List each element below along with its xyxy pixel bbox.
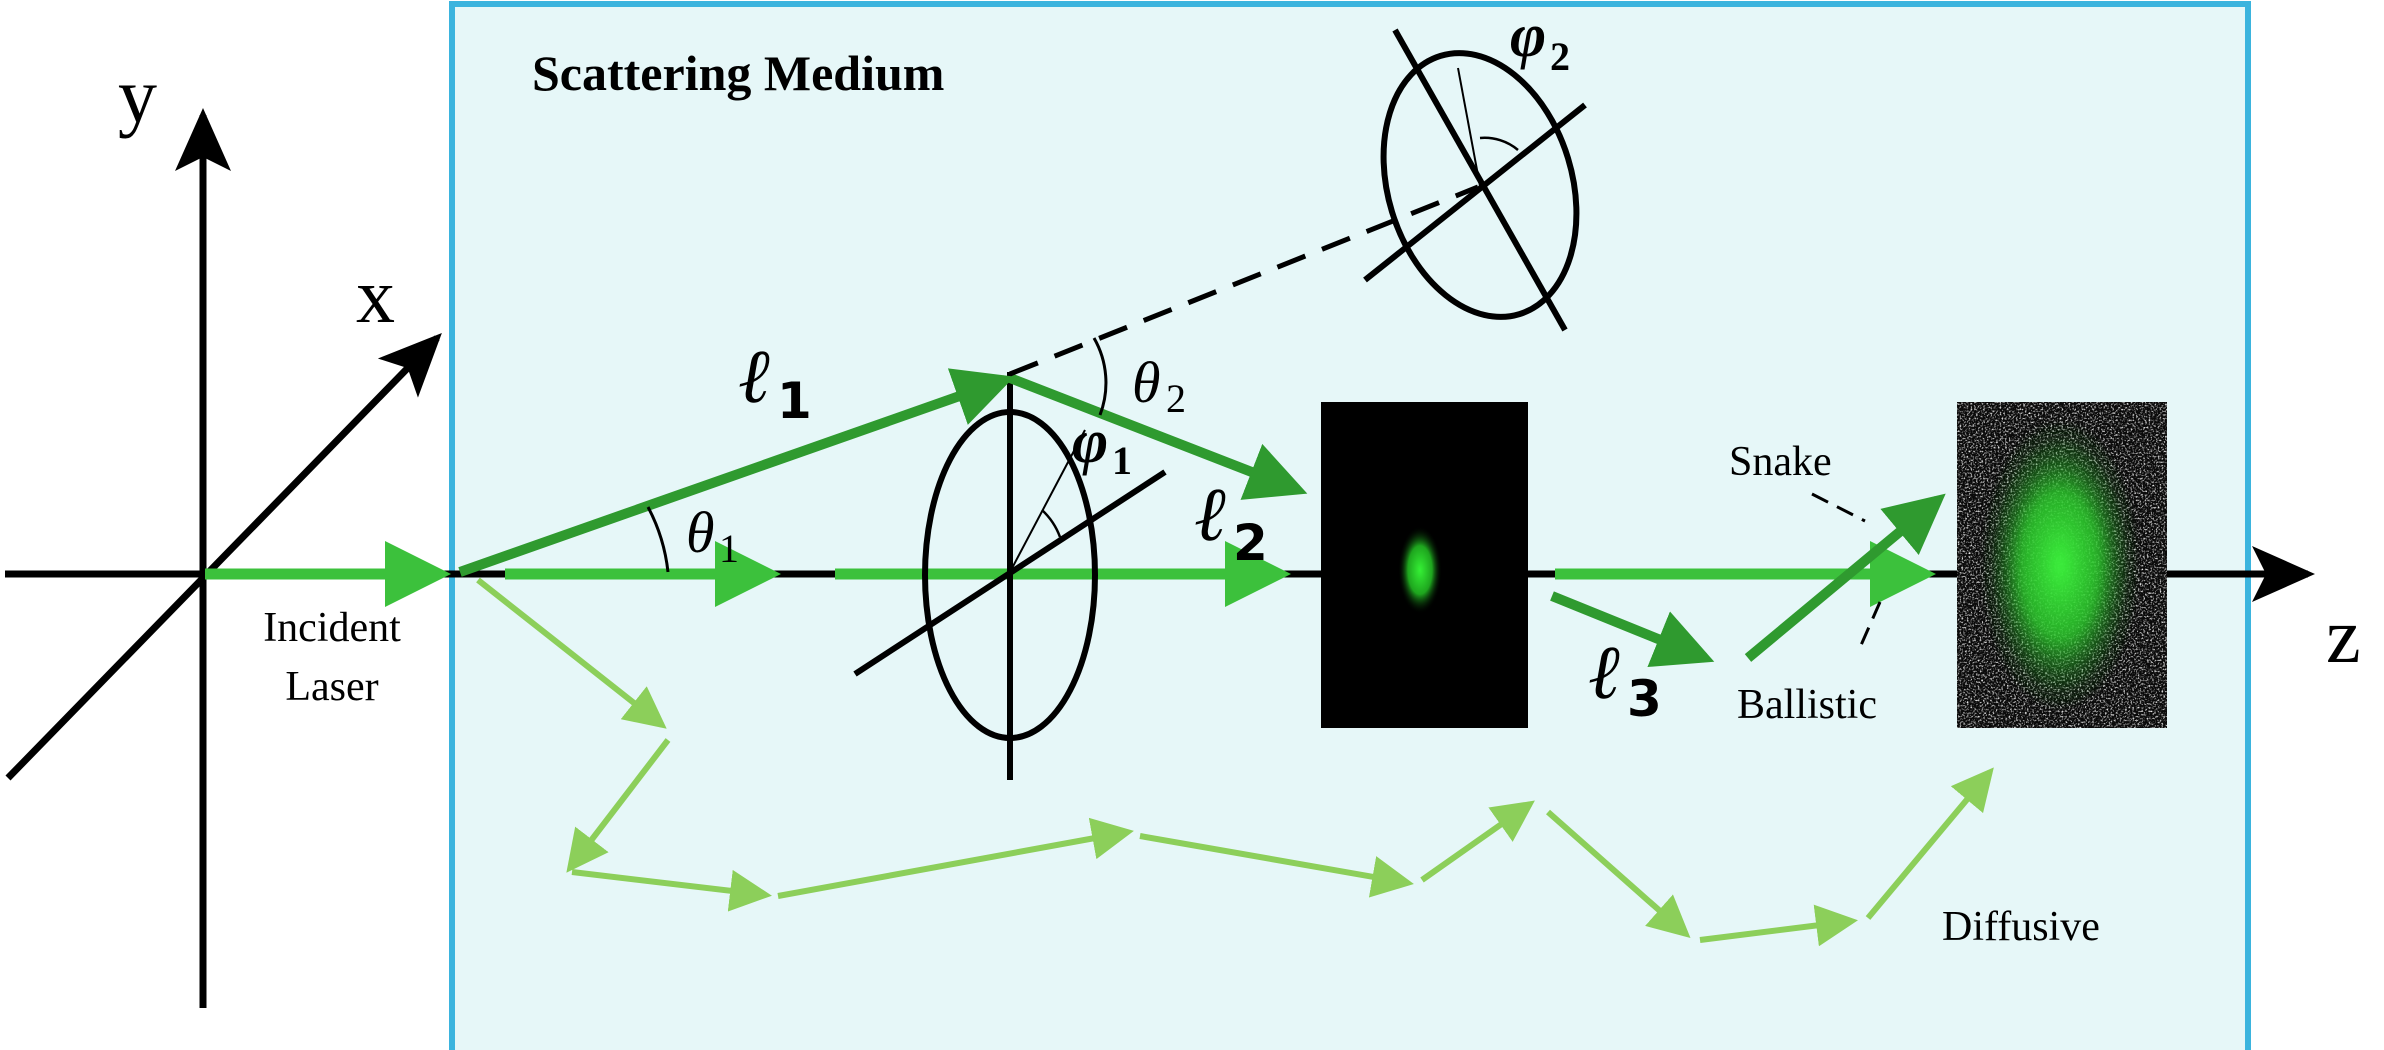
svg-text:1: 1 [719,526,739,571]
diffusive-label: Diffusive [1942,904,2100,950]
ballistic-pointer [1856,601,1882,653]
svg-text:3: 3 [1627,670,1662,728]
svg-text:2: 2 [1233,514,1268,572]
detector-image-small [1321,402,1528,728]
snake-path [1550,493,1946,668]
x-axis-label: x [356,252,395,339]
incident-label-line1: Incident [263,605,401,651]
svg-text:ℓ: ℓ [738,335,770,419]
y-axis-label: y [118,52,157,139]
dashed-extension [1009,184,1479,377]
label-l3: ℓ 3 [1588,631,1662,728]
x-axis [5,332,442,781]
snake-label: Snake [1729,439,1832,485]
svg-text:1: 1 [1112,438,1132,483]
svg-text:1: 1 [777,372,812,430]
path-l1 [458,368,1015,577]
svg-text:2: 2 [1166,376,1186,421]
snake-pointer [1811,492,1866,523]
svg-text:φ: φ [1072,408,1108,476]
z-axis-label: z [2326,592,2361,679]
incident-label-line2: Laser [285,664,378,710]
svg-text:ℓ: ℓ [1588,631,1620,715]
theta2-arc [1092,337,1108,416]
path-l2 [1008,373,1308,500]
svg-text:φ: φ [1510,2,1546,70]
label-phi2: φ 2 [1510,2,1570,79]
svg-text:θ: θ [1132,350,1161,415]
label-phi1: φ 1 [1072,408,1132,483]
detector-image-speckle [1957,402,2167,728]
scatterer-ellipse-2 [1380,50,1580,320]
medium-title: Scattering Medium [532,45,944,101]
label-theta1: θ 1 [686,500,739,571]
diffusive-path [476,577,1994,947]
label-l1: ℓ 1 [738,335,812,430]
theta1-arc [646,506,670,573]
svg-text:2: 2 [1550,34,1570,79]
svg-text:ℓ: ℓ [1194,473,1226,557]
label-l2: ℓ 2 [1194,473,1268,572]
svg-text:θ: θ [686,500,715,565]
ellipse-2-axes [1363,28,1587,332]
label-theta2: θ 2 [1132,350,1186,421]
ballistic-label: Ballistic [1737,682,1877,728]
